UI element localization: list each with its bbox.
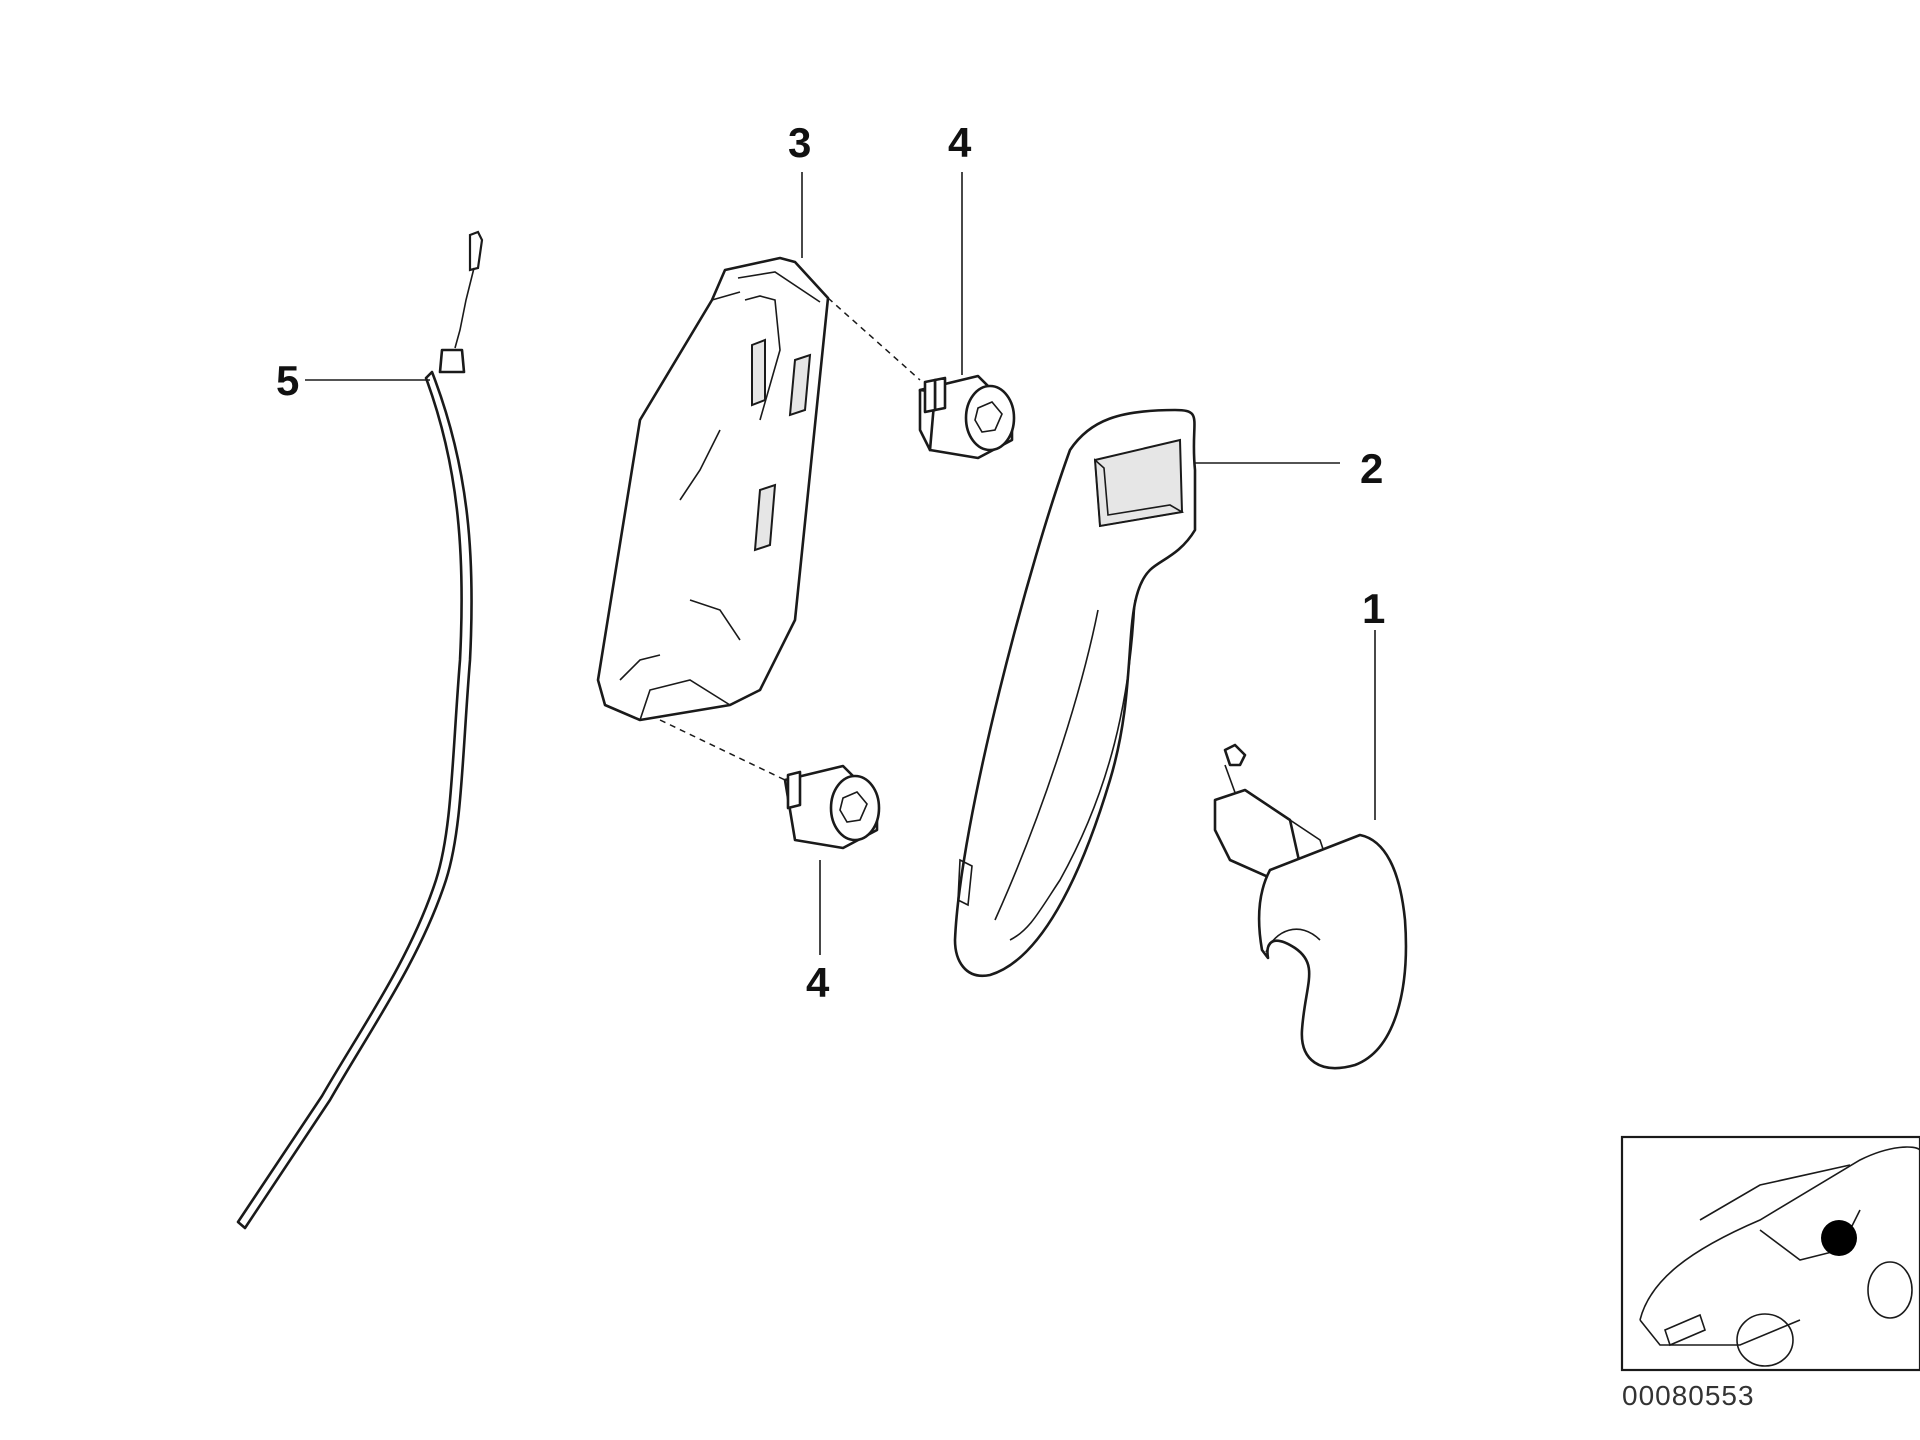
diagram-id: 00080553 <box>1622 1380 1755 1411</box>
leader-lines <box>305 172 1376 955</box>
car-locator-icon <box>1620 1135 1920 1372</box>
callout-3: 3 <box>788 119 812 166</box>
callout-5: 5 <box>276 357 300 404</box>
callout-4-top: 4 <box>948 119 972 166</box>
socket-head-screw-icon <box>783 764 881 850</box>
assembly-guide-line <box>827 297 921 381</box>
callout-2: 2 <box>1360 445 1384 492</box>
locator-marker <box>1821 1220 1857 1256</box>
socket-head-screw-icon <box>918 374 1016 460</box>
bowden-cable-icon <box>236 230 484 1230</box>
handle-bracket-icon <box>596 256 830 722</box>
handle-cover-icon <box>1213 743 1408 1070</box>
assembly-guide-line <box>659 719 786 781</box>
callout-1: 1 <box>1362 585 1386 632</box>
handle-grip-icon <box>953 408 1197 978</box>
callout-4-bottom: 4 <box>806 959 830 1006</box>
